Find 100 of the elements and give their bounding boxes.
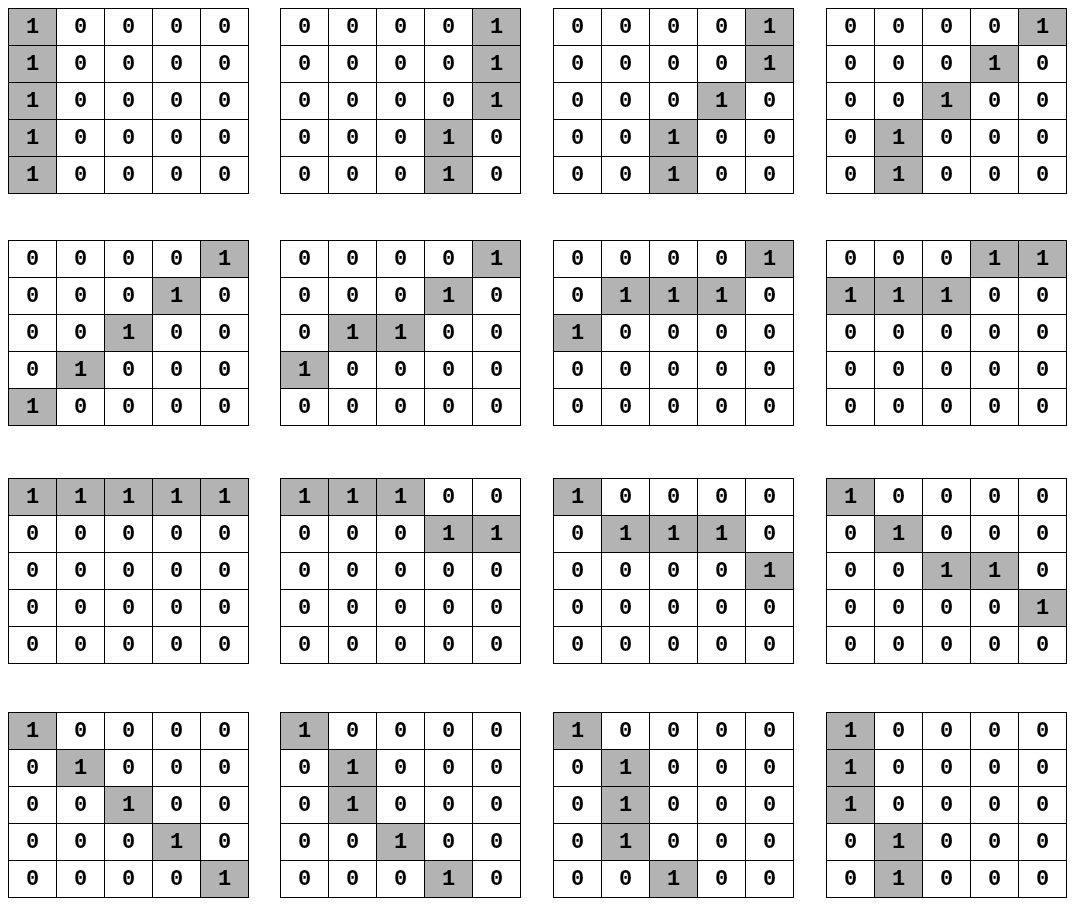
- matrix-cell: 0: [425, 553, 473, 590]
- matrix-cell: 0: [554, 241, 602, 278]
- matrix-cell: 0: [201, 352, 249, 389]
- matrix-cell: 1: [827, 479, 875, 516]
- matrix-cell: 0: [105, 516, 153, 553]
- matrix-cell: 0: [971, 278, 1019, 315]
- matrix-cell: 1: [698, 278, 746, 315]
- matrix-cell: 1: [650, 120, 698, 157]
- matrix-cell: 0: [473, 553, 521, 590]
- matrix-cell: 0: [923, 824, 971, 861]
- matrix-cell: 0: [329, 352, 377, 389]
- matrix-cell: 1: [329, 479, 377, 516]
- matrix-cell: 1: [602, 824, 650, 861]
- matrix-cell: 0: [875, 627, 923, 664]
- matrix-cell: 0: [329, 9, 377, 46]
- matrix-cell: 0: [9, 590, 57, 627]
- matrix-cell: 0: [746, 83, 794, 120]
- matrix-cell: 0: [329, 46, 377, 83]
- matrix-cell: 1: [57, 750, 105, 787]
- matrix-cell: 0: [281, 278, 329, 315]
- matrix-cell: 0: [281, 83, 329, 120]
- matrix-cell: 0: [377, 352, 425, 389]
- matrix-cell: 0: [201, 750, 249, 787]
- matrix-cell: 0: [650, 315, 698, 352]
- matrix-cell: 1: [827, 750, 875, 787]
- matrix-cell: 0: [201, 787, 249, 824]
- matrix-cell: 0: [971, 750, 1019, 787]
- matrix-cell: 0: [473, 750, 521, 787]
- matrix-cell: 1: [827, 787, 875, 824]
- matrix-cell: 0: [1019, 516, 1067, 553]
- matrix-cell: 0: [650, 352, 698, 389]
- matrix-cell: 1: [153, 479, 201, 516]
- matrix-cell: 0: [201, 83, 249, 120]
- matrix-cell: 1: [1019, 590, 1067, 627]
- matrix-cell: 1: [281, 713, 329, 750]
- matrix-cell: 0: [201, 9, 249, 46]
- matrix-cell: 0: [377, 241, 425, 278]
- matrix-cell: 1: [9, 479, 57, 516]
- matrix-cell: 1: [602, 516, 650, 553]
- matrix-cell: 1: [57, 352, 105, 389]
- matrix-cell: 0: [153, 120, 201, 157]
- matrix-cell: 0: [377, 389, 425, 426]
- matrix-cell: 1: [105, 315, 153, 352]
- matrix-cell: 0: [473, 278, 521, 315]
- matrix-cell: 0: [105, 627, 153, 664]
- matrix-cell: 0: [554, 627, 602, 664]
- matrix-cell: 1: [377, 824, 425, 861]
- matrix-cell: 1: [9, 46, 57, 83]
- matrix-cell: 1: [425, 157, 473, 194]
- matrix-cell: 0: [827, 352, 875, 389]
- matrix-cell: 0: [698, 861, 746, 898]
- matrix-cell: 1: [473, 241, 521, 278]
- matrix-cell: 0: [650, 627, 698, 664]
- matrix-cell: 1: [105, 479, 153, 516]
- matrix-cell: 0: [57, 861, 105, 898]
- matrix-cell: 0: [153, 389, 201, 426]
- matrix-cell: 0: [746, 352, 794, 389]
- matrix-cell: 0: [746, 750, 794, 787]
- matrix-cell: 1: [923, 553, 971, 590]
- matrix-cell: 0: [971, 120, 1019, 157]
- matrix-cell: 0: [201, 278, 249, 315]
- matrix-cell: 0: [923, 787, 971, 824]
- matrix-cell: 0: [923, 590, 971, 627]
- matrix-cell: 0: [923, 352, 971, 389]
- matrix-cell: 1: [473, 83, 521, 120]
- matrix-cell: 0: [746, 157, 794, 194]
- matrix-cell: 1: [875, 861, 923, 898]
- matrix-cell: 0: [875, 713, 923, 750]
- matrix-cell: 0: [425, 787, 473, 824]
- matrix-cell: 0: [329, 627, 377, 664]
- matrix-cell: 0: [377, 46, 425, 83]
- matrix-cell: 0: [698, 352, 746, 389]
- matrix-cell: 0: [153, 352, 201, 389]
- matrix-cell: 1: [473, 46, 521, 83]
- matrix-cell: 0: [1019, 389, 1067, 426]
- matrix-cell: 0: [923, 389, 971, 426]
- matrix-cell: 1: [153, 278, 201, 315]
- matrix-cell: 0: [698, 120, 746, 157]
- matrix-cell: 1: [201, 479, 249, 516]
- matrix-cell: 1: [650, 516, 698, 553]
- matrix-cell: 1: [554, 479, 602, 516]
- matrix-cell: 0: [971, 315, 1019, 352]
- matrix-cell: 0: [602, 352, 650, 389]
- matrix-cell: 0: [105, 389, 153, 426]
- matrix-cell: 0: [377, 750, 425, 787]
- matrix-cell: 0: [105, 590, 153, 627]
- matrix-cell: 1: [827, 713, 875, 750]
- matrix-cell: 0: [201, 46, 249, 83]
- matrix-cell: 0: [329, 83, 377, 120]
- matrix-cell: 0: [329, 861, 377, 898]
- matrix-cell: 1: [9, 9, 57, 46]
- matrix-cell: 1: [923, 83, 971, 120]
- matrix-cell: 0: [971, 787, 1019, 824]
- matrix-cell: 0: [57, 389, 105, 426]
- matrix-cell: 1: [329, 750, 377, 787]
- matrix-cell: 0: [650, 787, 698, 824]
- matrix-cell: 0: [105, 241, 153, 278]
- matrix-cell: 0: [153, 627, 201, 664]
- matrix-cell: 0: [473, 389, 521, 426]
- matrix-cell: 1: [827, 278, 875, 315]
